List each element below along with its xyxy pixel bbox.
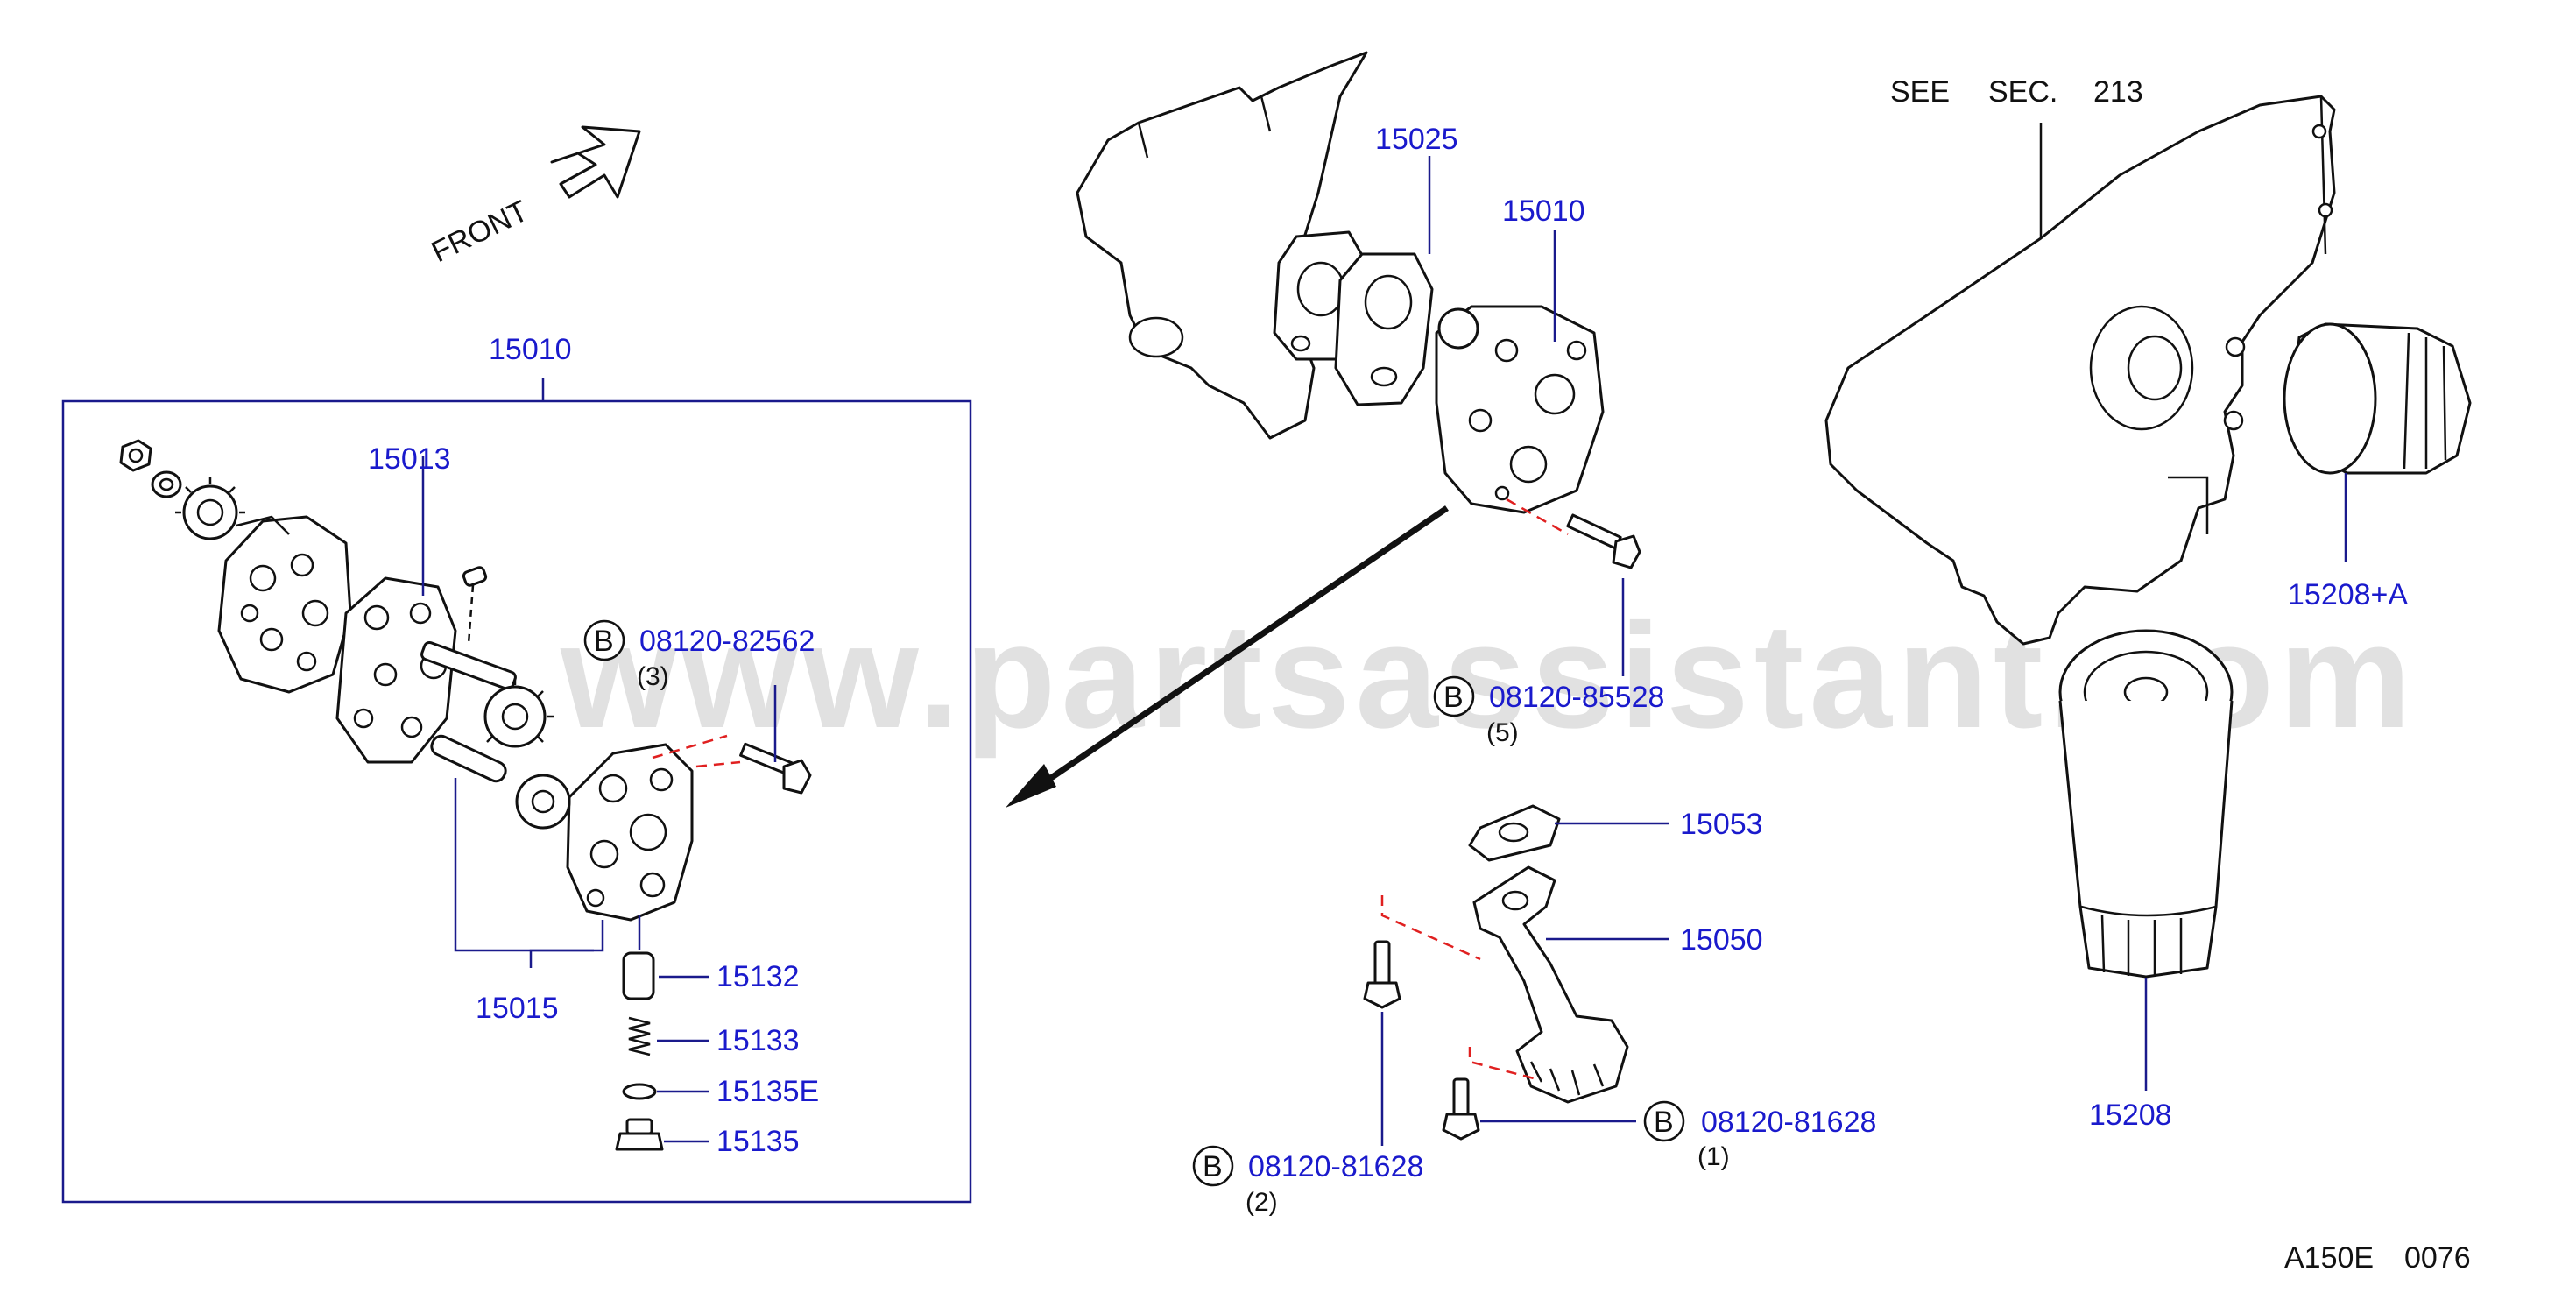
sec-number: 213 xyxy=(2093,75,2143,109)
dowel-part xyxy=(430,734,507,783)
b-marker-icon xyxy=(1192,1145,1234,1187)
bolt2-marker: B xyxy=(1443,681,1464,714)
bolt4-marker: B xyxy=(1203,1150,1223,1183)
oil-filter-a-part xyxy=(2283,322,2472,475)
bolt1-dashed-red-b xyxy=(695,760,741,768)
relief-valve-plunger-part xyxy=(622,951,655,1000)
bolt1-marker: B xyxy=(594,625,614,658)
bolt3-part-number: 08120-81628 xyxy=(1701,1106,1876,1139)
bolt4-callout: B 08120-81628 (2) xyxy=(1192,1145,1423,1217)
callout-15135: 15135 xyxy=(716,1125,800,1158)
gasket-plate-top-part xyxy=(1334,252,1434,406)
bolt2-qty: (5) xyxy=(1486,718,1519,747)
b-marker-icon xyxy=(1433,675,1475,717)
bolt-part-4 xyxy=(1363,940,1401,1009)
callout-15133: 15133 xyxy=(716,1024,800,1057)
callout-15050: 15050 xyxy=(1680,923,1763,957)
callout-15053: 15053 xyxy=(1680,808,1763,841)
oil-filter-bracket-part xyxy=(1824,95,2336,646)
strainer-dashed-red-b xyxy=(1468,1047,1538,1081)
bolt1-qty: (3) xyxy=(637,662,669,691)
relief-valve-spring-part xyxy=(628,1016,651,1056)
see-section-label: SEE SEC. 213 xyxy=(1890,75,2143,109)
callout-15025: 15025 xyxy=(1375,123,1458,156)
callout-15132: 15132 xyxy=(716,960,800,993)
pin-dashed-line xyxy=(467,584,475,645)
gasket-plate-part xyxy=(335,576,457,764)
bolt-part-3 xyxy=(1442,1077,1480,1141)
bolt2-callout: B 08120-85528 (5) xyxy=(1433,675,1664,747)
callout-15015: 15015 xyxy=(476,992,559,1025)
bolt4-qty: (2) xyxy=(1246,1188,1278,1217)
callout-15010-box: 15010 xyxy=(489,333,572,366)
bolt1-callout: B 08120-82562 (3) xyxy=(583,619,815,691)
pump-housing-part xyxy=(217,515,352,694)
relief-valve-washer-part xyxy=(622,1083,657,1100)
nut-part xyxy=(119,439,152,472)
callout-15208A: 15208+A xyxy=(2288,578,2408,611)
exploded-view-frame xyxy=(61,399,972,1204)
bolt2-part-number: 08120-85528 xyxy=(1489,681,1664,714)
bolt3-marker: B xyxy=(1654,1106,1674,1139)
front-cover-part xyxy=(566,743,694,922)
oil-strainer-part xyxy=(1472,865,1629,1104)
oil-filter-part xyxy=(2058,629,2234,979)
strainer-dashed-red-a xyxy=(1380,895,1481,961)
leader-15015-b xyxy=(529,920,604,968)
b-marker-icon xyxy=(583,619,625,661)
bolt3-callout: B 08120-81628 (1) xyxy=(1643,1100,1876,1171)
strainer-gasket-part xyxy=(1468,804,1561,862)
drawing-code-num: 0076 xyxy=(2404,1241,2471,1275)
front-label: FRONT xyxy=(427,194,533,269)
bolt1-part-number: 08120-82562 xyxy=(639,625,815,658)
callout-15208: 15208 xyxy=(2089,1099,2172,1132)
relief-valve-plug-part xyxy=(615,1118,664,1151)
inner-gear-shaft-part xyxy=(420,640,554,748)
callout-15135E: 15135E xyxy=(716,1075,819,1108)
drawing-code: A150E 0076 xyxy=(2284,1241,2471,1275)
callout-15013: 15013 xyxy=(368,442,451,476)
washer-part xyxy=(151,470,182,498)
assembly-arrow-icon xyxy=(1006,505,1449,808)
bolt1-dashed-red xyxy=(652,734,728,760)
bolt3-qty: (1) xyxy=(1697,1142,1730,1171)
cover-gear-part xyxy=(515,774,571,830)
bolt-part-1 xyxy=(739,742,812,795)
callout-15010-top: 15010 xyxy=(1502,194,1585,228)
pin-part xyxy=(462,566,488,587)
front-arrow-icon xyxy=(550,125,641,199)
see-text: SEE xyxy=(1890,75,1950,109)
bolt2-dashed-red xyxy=(1506,498,1569,536)
b-marker-icon xyxy=(1643,1100,1685,1142)
sec-text: SEC. xyxy=(1988,75,2057,109)
bolt4-part-number: 08120-81628 xyxy=(1248,1150,1423,1183)
oil-pump-assembly-part xyxy=(1435,305,1605,514)
drawing-code-id: A150E xyxy=(2284,1241,2374,1275)
outer-gear-part xyxy=(175,477,245,540)
bolt-part-2 xyxy=(1566,513,1641,569)
